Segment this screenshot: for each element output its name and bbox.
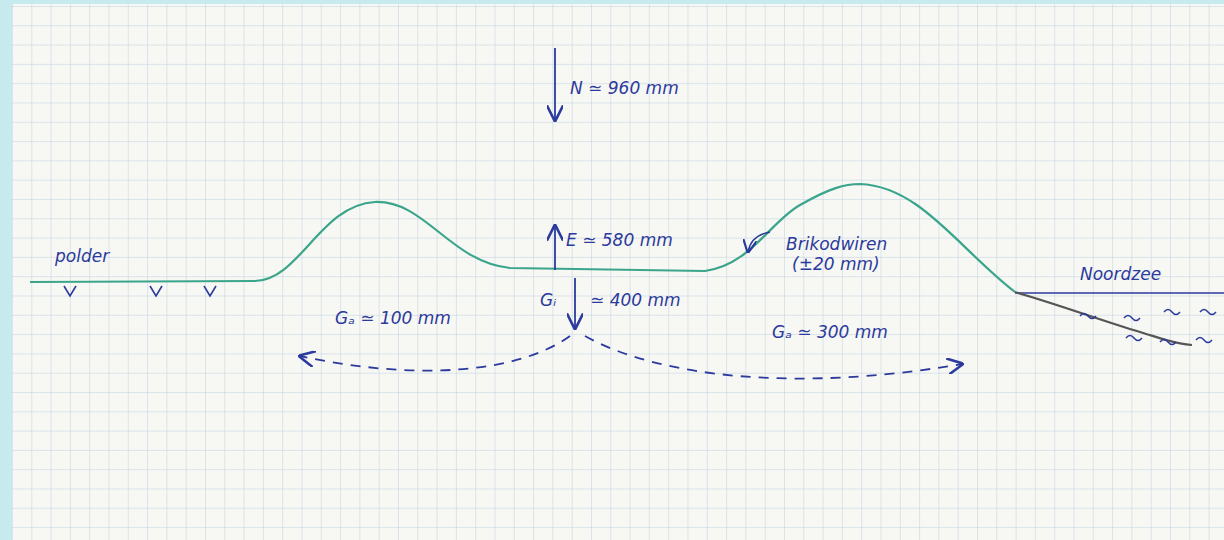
outflow-polder-arrow bbox=[300, 336, 570, 371]
graph-paper bbox=[12, 4, 1224, 540]
water-table-marks bbox=[64, 286, 216, 296]
precipitation-arrow bbox=[554, 48, 556, 120]
flux-label: Gₐ ≃ 100 mm bbox=[335, 308, 451, 328]
infiltration-arrow bbox=[574, 278, 576, 328]
flux-arrows bbox=[300, 48, 962, 379]
flux-symbol: Gᵢ bbox=[540, 290, 556, 310]
dune-profile bbox=[30, 184, 1015, 292]
evaporation-arrow bbox=[554, 226, 556, 270]
flux-label: E ≃ 580 mm bbox=[566, 230, 673, 250]
sea-level bbox=[1015, 292, 1224, 294]
flux-label: Gₐ ≃ 300 mm bbox=[772, 322, 888, 342]
note-value: (±20 mm) bbox=[792, 254, 880, 274]
note-label: Brikodwiren bbox=[786, 234, 887, 254]
leader-arrow bbox=[748, 232, 770, 252]
flux-value: ≃ 400 mm bbox=[590, 290, 681, 310]
flux-label: N ≃ 960 mm bbox=[570, 78, 679, 98]
outflow-sea-arrow bbox=[585, 336, 962, 379]
paper-grid bbox=[12, 4, 1224, 540]
place-label: polder bbox=[55, 246, 109, 266]
sea-bed bbox=[1015, 292, 1192, 345]
place-label: Noordzee bbox=[1080, 264, 1161, 284]
wave-marks bbox=[1080, 310, 1216, 345]
